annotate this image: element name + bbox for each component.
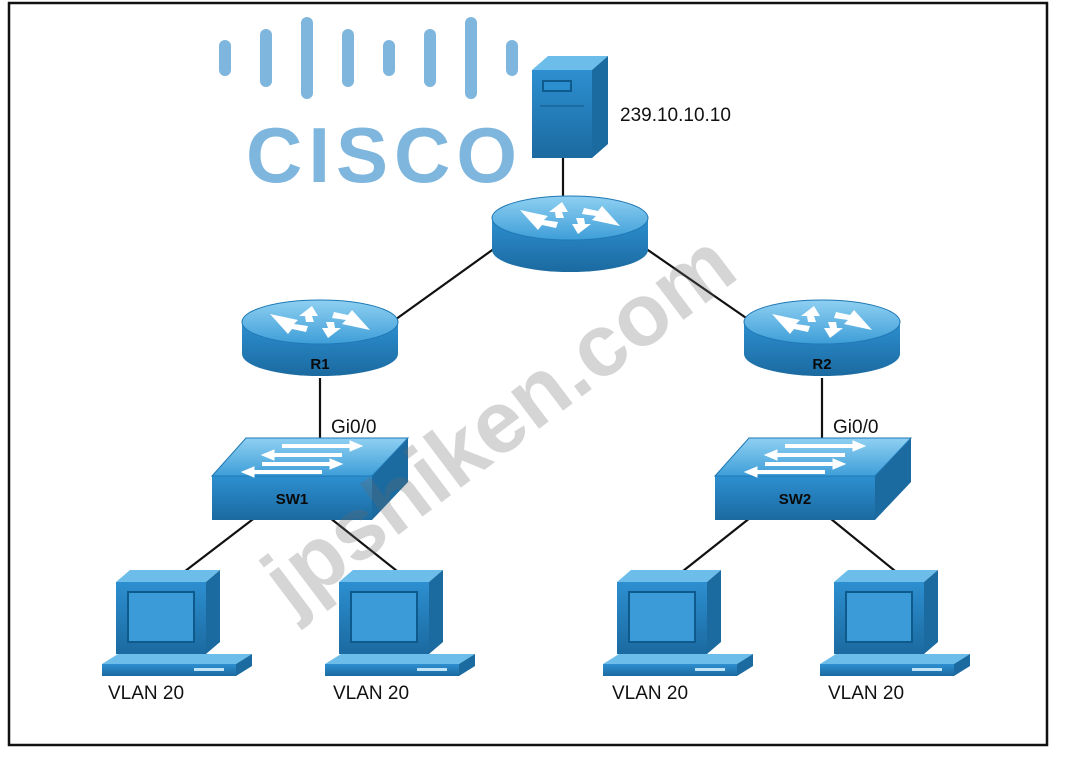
router-r1[interactable]: R1 Gi0/0 — [241, 299, 399, 438]
port-label: Gi0/0 — [833, 417, 878, 438]
switch-sw2[interactable]: SW2 — [713, 436, 913, 522]
logo-bars — [219, 17, 518, 99]
server-icon — [531, 55, 609, 159]
link-core-r2 — [644, 247, 753, 323]
switch-icon — [713, 436, 913, 522]
router-label: R1 — [310, 356, 329, 373]
host-1[interactable]: VLAN 20 — [101, 569, 253, 704]
diagram-border — [7, 1, 1049, 747]
core-router[interactable] — [491, 195, 649, 273]
router-r2[interactable]: R2 Gi0/0 — [743, 299, 901, 438]
link-sw1-host1 — [179, 509, 266, 576]
workstation-icon — [101, 569, 253, 677]
link-sw2-host4 — [819, 509, 901, 576]
host-3[interactable]: VLAN 20 — [602, 569, 754, 704]
host-vlan-label: VLAN 20 — [828, 683, 904, 704]
host-2[interactable]: VLAN 20 — [324, 569, 476, 704]
host-4[interactable]: VLAN 20 — [819, 569, 971, 704]
logo-text: CISCO — [246, 111, 523, 199]
server-ip-label: 239.10.10.10 — [620, 105, 731, 126]
switch-label: SW2 — [779, 491, 812, 508]
port-label: Gi0/0 — [331, 417, 376, 438]
cisco-logo: CISCO — [219, 17, 523, 199]
host-vlan-label: VLAN 20 — [612, 683, 688, 704]
workstation-icon — [602, 569, 754, 677]
link-sw2-host3 — [677, 509, 761, 576]
switch-sw1[interactable]: SW1 — [210, 436, 410, 522]
host-vlan-label: VLAN 20 — [108, 683, 184, 704]
server[interactable]: 239.10.10.10 — [531, 55, 731, 159]
link-core-r1 — [391, 247, 496, 323]
watermark-text: jpshiken.com — [242, 213, 752, 632]
link-sw1-host2 — [319, 509, 403, 576]
switch-label: SW1 — [276, 491, 309, 508]
workstation-icon — [819, 569, 971, 677]
router-icon — [491, 195, 649, 273]
host-vlan-label: VLAN 20 — [333, 683, 409, 704]
router-label: R2 — [812, 356, 831, 373]
